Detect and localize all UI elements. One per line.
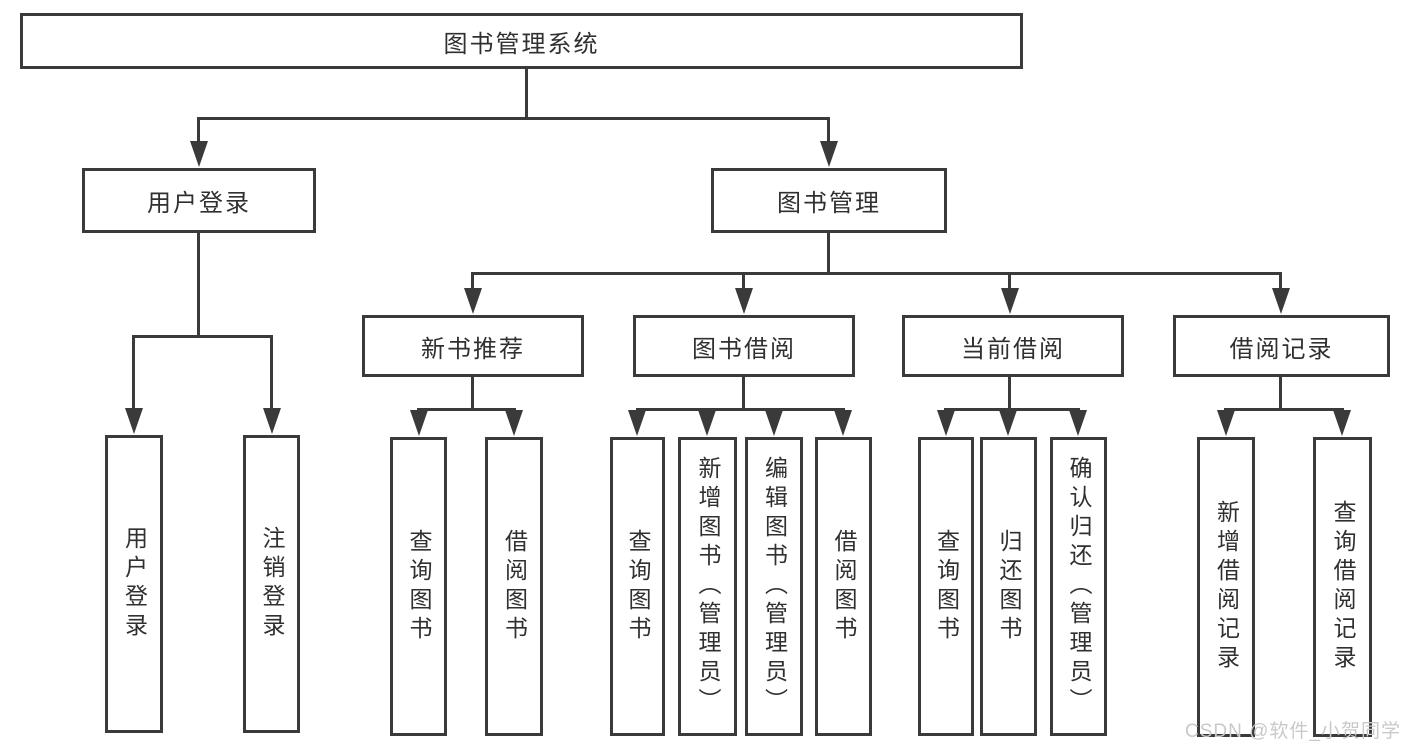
arrow-down-icon [1069, 410, 1087, 436]
node-root: 图书管理系统 [20, 13, 1023, 69]
node-leaf-nb-borrow: 借阅图书 [485, 437, 543, 736]
node-current-borrow: 当前借阅 [902, 315, 1124, 377]
connector-line [197, 233, 200, 337]
node-leaf-nb-borrow-label: 借阅图书 [501, 528, 528, 645]
node-leaf-cb-confirm: 确认归还（管理员） [1050, 437, 1107, 736]
connector-line [471, 272, 1282, 275]
node-leaf-cb-return: 归还图书 [980, 437, 1037, 736]
node-user-login: 用户登录 [82, 168, 316, 233]
arrow-down-icon [1217, 410, 1235, 436]
node-borrow-records: 借阅记录 [1173, 315, 1390, 377]
node-root-label: 图书管理系统 [443, 30, 600, 58]
node-leaf-bb-query-label: 查询图书 [625, 528, 651, 645]
connector-line [636, 408, 845, 411]
node-leaf-br-add: 新增借阅记录 [1197, 437, 1255, 737]
connector-line [132, 335, 273, 338]
connector-line [471, 273, 474, 291]
arrow-down-icon [765, 410, 783, 436]
node-leaf-bb-add-label: 新增图书（管理员） [695, 456, 721, 717]
node-leaf-bb-edit: 编辑图书（管理员） [745, 437, 803, 736]
connector-line [132, 336, 135, 412]
arrow-down-icon [125, 408, 143, 434]
arrow-down-icon [464, 288, 482, 314]
node-new-books-label: 新书推荐 [421, 335, 525, 363]
node-leaf-cb-return-label: 归还图书 [996, 528, 1022, 645]
arrow-down-icon [735, 288, 753, 314]
node-book-mgmt-label: 图书管理 [777, 190, 881, 217]
node-leaf-bb-query: 查询图书 [610, 437, 665, 736]
node-leaf-bb-borrow-label: 借阅图书 [831, 528, 857, 645]
node-leaf-nb-query-label: 查询图书 [406, 528, 432, 645]
arrow-down-icon [263, 408, 281, 434]
node-leaf-bb-edit-label: 编辑图书（管理员） [761, 456, 788, 717]
node-leaf-cb-query-label: 查询图书 [933, 528, 960, 645]
connector-line [525, 68, 528, 120]
connector-line [742, 273, 745, 291]
arrow-down-icon [834, 410, 852, 436]
arrow-down-icon [698, 410, 716, 436]
watermark-text: CSDN @软件_小贺同学 [1185, 721, 1401, 742]
arrow-down-icon [505, 410, 523, 436]
node-current-borrow-label: 当前借阅 [961, 335, 1065, 363]
connector-line [1008, 377, 1011, 410]
connector-line [197, 118, 200, 148]
node-leaf-br-add-label: 新增借阅记录 [1213, 500, 1240, 674]
connector-line [197, 117, 830, 120]
node-leaf-nb-query: 查询图书 [390, 437, 447, 736]
node-borrow-records-label: 借阅记录 [1229, 335, 1334, 363]
node-leaf-bb-add: 新增图书（管理员） [678, 437, 737, 736]
node-leaf-user-login: 用户登录 [105, 435, 163, 733]
node-book-mgmt: 图书管理 [711, 168, 947, 233]
node-leaf-bb-borrow: 借阅图书 [815, 437, 872, 736]
arrow-down-icon [1333, 410, 1351, 436]
node-leaf-br-query-label: 查询借阅记录 [1330, 500, 1356, 674]
arrow-down-icon [1272, 288, 1290, 314]
arrow-down-icon [410, 410, 428, 436]
node-leaf-br-query: 查询借阅记录 [1313, 437, 1372, 737]
connector-line [742, 377, 745, 410]
arrow-down-icon [937, 410, 955, 436]
connector-line [471, 377, 474, 410]
connector-line [1008, 273, 1011, 291]
arrow-down-icon [190, 141, 208, 167]
connector-line [944, 408, 1080, 411]
arrow-down-icon [820, 141, 838, 167]
node-user-login-label: 用户登录 [147, 190, 251, 217]
node-book-borrow-label: 图书借阅 [692, 335, 796, 363]
connector-line [1279, 377, 1282, 410]
node-leaf-cb-confirm-label: 确认归还（管理员） [1066, 456, 1092, 717]
connector-line [827, 118, 830, 148]
connector-line [827, 233, 830, 275]
arrow-down-icon [1001, 288, 1019, 314]
connector-line [270, 336, 273, 412]
node-leaf-logout: 注销登录 [243, 435, 300, 733]
arrow-down-icon [999, 410, 1017, 436]
node-book-borrow: 图书借阅 [633, 315, 855, 377]
node-new-books: 新书推荐 [362, 315, 584, 377]
arrow-down-icon [628, 410, 646, 436]
connector-line [417, 408, 516, 411]
connector-line [1279, 273, 1282, 291]
node-leaf-cb-query: 查询图书 [918, 437, 974, 736]
connector-line [1224, 408, 1344, 411]
node-leaf-user-login-label: 用户登录 [121, 526, 148, 642]
node-leaf-logout-label: 注销登录 [259, 526, 285, 642]
